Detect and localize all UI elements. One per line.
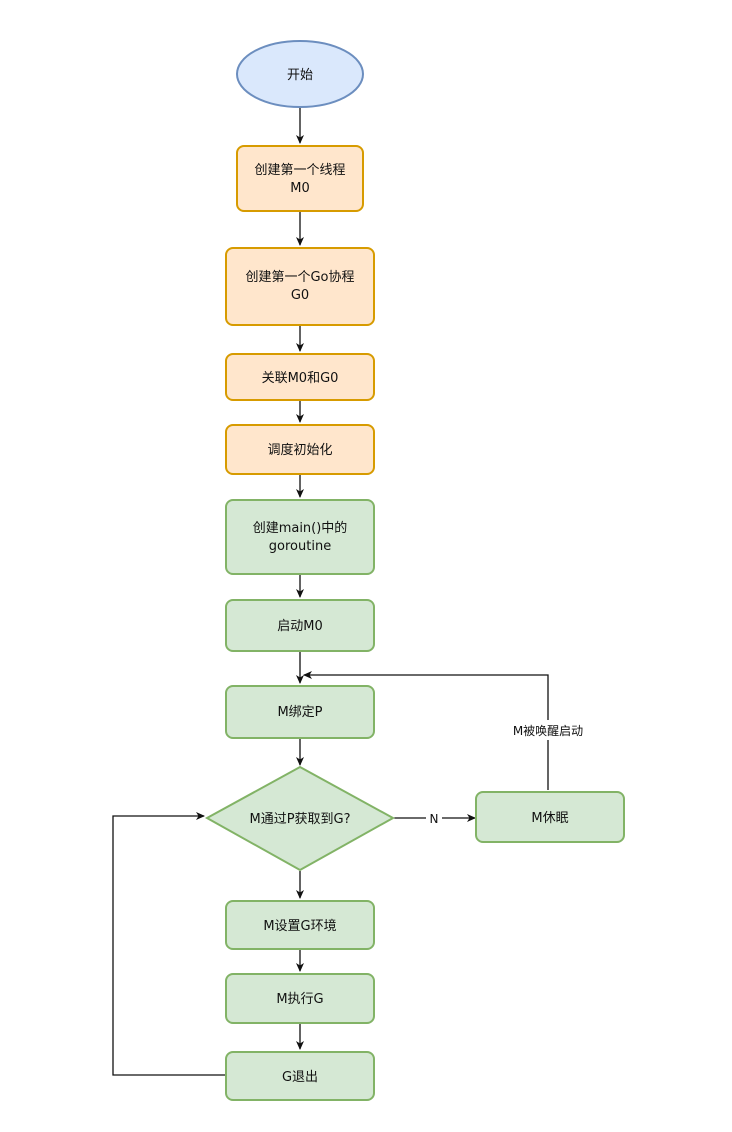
- edges: [112, 107, 549, 1076]
- edge-label-no-bg: [426, 809, 442, 827]
- edge-label-wakeup: M被唤醒启动: [513, 724, 583, 738]
- node-m-bind-p-label: M绑定P: [277, 705, 322, 720]
- node-create-main: [225, 499, 375, 575]
- node-m-set-env-label: M设置G环境: [263, 919, 336, 934]
- node-m-bind-p: [225, 685, 375, 739]
- node-create-m0-label-line2: M0: [290, 181, 310, 196]
- node-start-m0-label: 启动M0: [277, 619, 323, 634]
- node-sched-init-label: 调度初始化: [267, 442, 332, 458]
- nodes: 开始 创建第一个线程 M0 创建第一个Go协程 G0 关联M0和G0 调度初始化…: [204, 40, 625, 1101]
- edge-label-wakeup-bg: [502, 720, 594, 740]
- node-link-m0-g0: [225, 353, 375, 401]
- node-decision-label: M通过P获取到G?: [249, 812, 350, 827]
- node-create-g0-label-line1: 创建第一个Go协程: [245, 270, 354, 285]
- edge-sleep-wakeup-to-bind-p: [303, 671, 549, 790]
- node-m-exec-label: M执行G: [276, 992, 323, 1007]
- edge-label-no: N: [430, 812, 439, 826]
- node-g-exit: [225, 1051, 375, 1101]
- node-sched-init: [225, 424, 375, 475]
- node-link-m0-g0-label: 关联M0和G0: [262, 371, 339, 386]
- node-g-exit-label: G退出: [282, 1070, 318, 1085]
- node-create-m0: [236, 145, 364, 212]
- node-start: [236, 40, 364, 108]
- node-create-g0-label-line2: G0: [291, 288, 309, 303]
- node-create-m0-label-line1: 创建第一个线程: [254, 163, 345, 178]
- node-create-main-label-line2: goroutine: [269, 539, 331, 554]
- edge-g-exit-loop-to-decision: [112, 812, 225, 1076]
- node-decision: [204, 765, 396, 872]
- node-create-main-label-line1: 创建main()中的: [253, 520, 348, 536]
- node-start-m0: [225, 599, 375, 652]
- node-start-label: 开始: [287, 68, 313, 83]
- node-m-sleep-label: M休眠: [531, 811, 568, 826]
- node-m-set-env: [225, 900, 375, 950]
- node-m-exec: [225, 973, 375, 1024]
- node-m-sleep: [475, 791, 625, 843]
- edge-labels: N M被唤醒启动: [426, 720, 594, 827]
- node-create-g0: [225, 247, 375, 326]
